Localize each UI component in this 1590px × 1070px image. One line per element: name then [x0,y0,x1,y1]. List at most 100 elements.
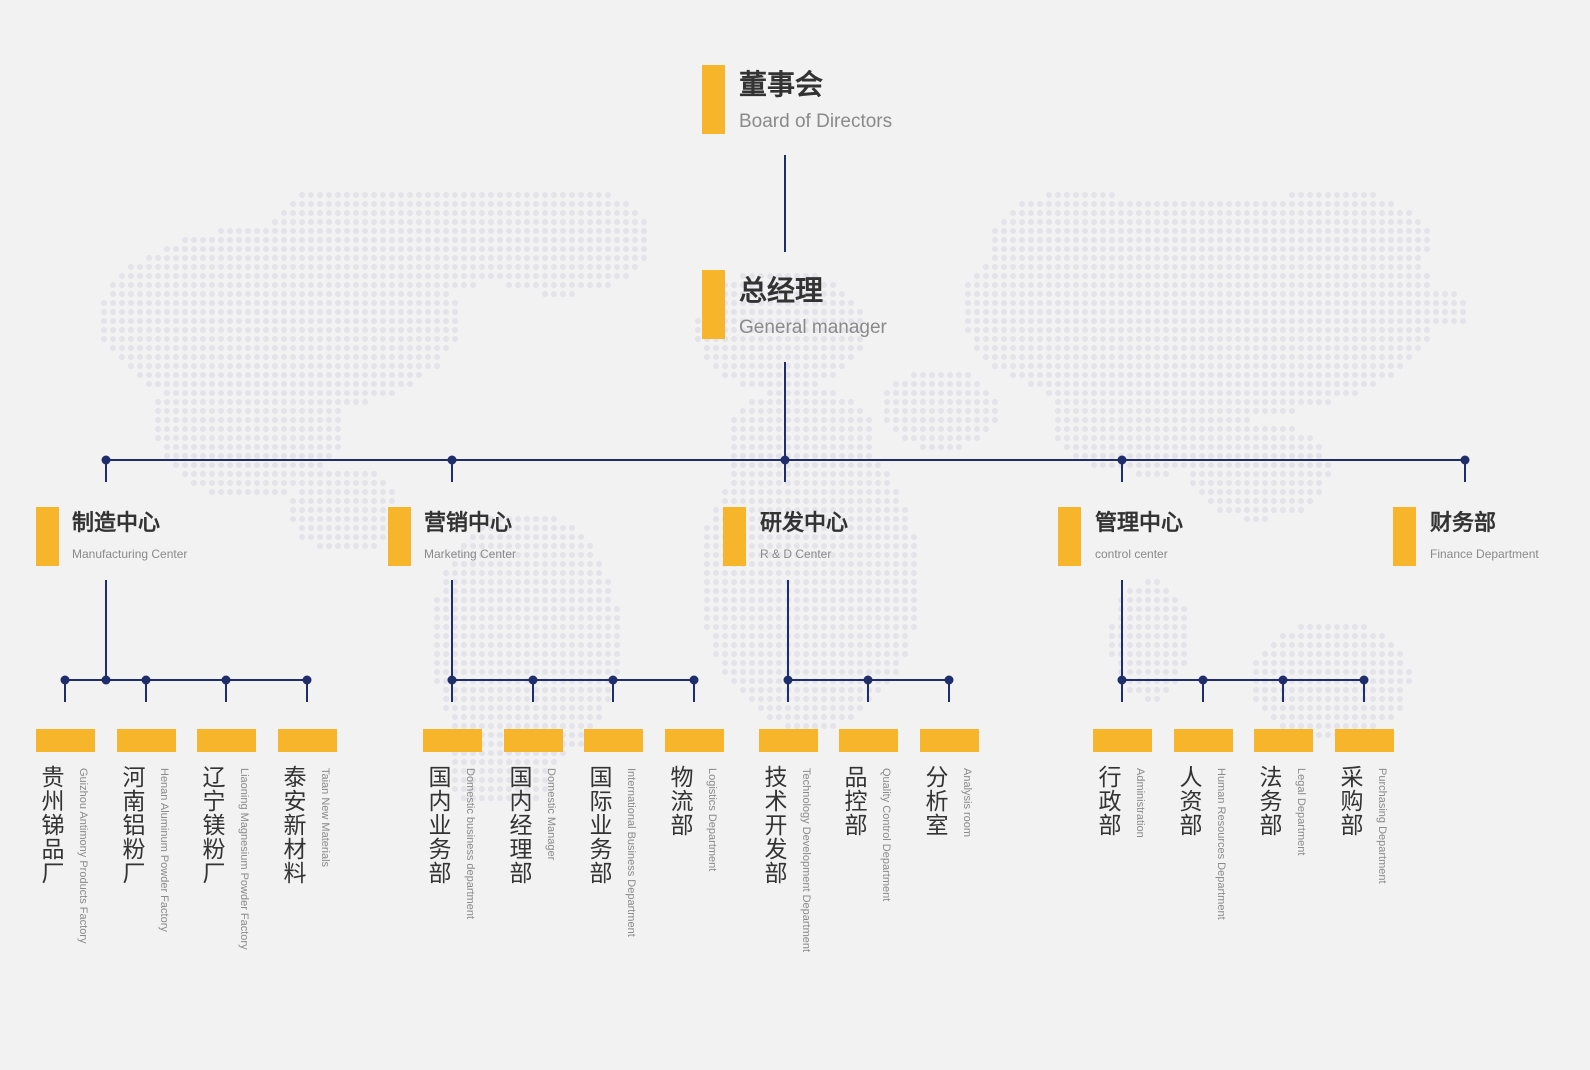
map-dot [101,300,107,306]
map-dot [146,273,152,279]
map-dot [416,300,422,306]
map-dot [137,264,143,270]
map-dot [1145,237,1151,243]
map-dot [1244,273,1250,279]
map-dot [443,237,449,243]
map-dot [263,282,269,288]
map-dot [1163,300,1169,306]
map-dot [776,309,782,315]
map-dot [623,201,629,207]
map-dot [515,255,521,261]
map-dot [1172,282,1178,288]
map-dot [326,201,332,207]
map-dot [1226,228,1232,234]
map-dot [848,300,854,306]
map-dot [1415,228,1421,234]
map-dot [1028,264,1034,270]
map-dot [1397,282,1403,288]
map-dot [1163,228,1169,234]
map-dot [425,255,431,261]
map-dot [191,255,197,261]
map-dot [218,237,224,243]
map-dot [1424,300,1430,306]
map-dot [515,273,521,279]
map-dot [1217,210,1223,216]
map-dot [1073,282,1079,288]
map-dot [1361,264,1367,270]
map-dot [1253,264,1259,270]
junction-dot [689,675,699,685]
map-dot [596,192,602,198]
map-dot [425,237,431,243]
map-dot [560,192,566,198]
map-dot [407,300,413,306]
map-dot [1172,228,1178,234]
map-dot [1199,282,1205,288]
map-dot [1163,210,1169,216]
map-dot [254,237,260,243]
map-dot [218,264,224,270]
map-dot [821,300,827,306]
map-dot [389,291,395,297]
map-dot [344,228,350,234]
map-dot [299,201,305,207]
map-dot [1217,264,1223,270]
map-dot [146,282,152,288]
map-dot [1298,264,1304,270]
map-dot [191,300,197,306]
map-dot [1226,300,1232,306]
map-dot [1352,300,1358,306]
map-dot [1028,228,1034,234]
map-dot [524,273,530,279]
map-dot [1190,201,1196,207]
map-dot [1397,237,1403,243]
map-dot [1172,291,1178,297]
map-dot [1361,219,1367,225]
dept-subtitle: Legal Department [1295,768,1307,856]
map-dot [1388,282,1394,288]
map-dot [398,309,404,315]
map-dot [479,210,485,216]
map-dot [110,291,116,297]
map-dot [1289,273,1295,279]
map-dot [1109,273,1115,279]
map-dot [785,309,791,315]
map-dot [1118,291,1124,297]
map-dot [1073,228,1079,234]
map-dot [560,201,566,207]
map-dot [362,192,368,198]
map-dot [830,300,836,306]
map-dot [380,291,386,297]
map-dot [164,246,170,252]
map-dot [1199,228,1205,234]
dept-accent-bar [36,729,95,752]
map-dot [389,300,395,306]
map-dot [191,246,197,252]
map-dot [1235,255,1241,261]
map-dot [569,219,575,225]
map-dot [497,219,503,225]
map-dot [452,246,458,252]
map-dot [758,309,764,315]
map-dot [1397,210,1403,216]
map-dot [587,255,593,261]
map-dot [1397,246,1403,252]
map-dot [200,264,206,270]
map-dot [1298,201,1304,207]
map-dot [416,309,422,315]
map-dot [1028,255,1034,261]
map-dot [488,273,494,279]
map-dot [245,291,251,297]
map-dot [1289,228,1295,234]
map-dot [1181,210,1187,216]
map-dot [533,210,539,216]
junction-dot [1198,675,1208,685]
map-dot [1307,273,1313,279]
map-dot [254,246,260,252]
map-dot [1406,300,1412,306]
map-dot [146,309,152,315]
map-dot [371,255,377,261]
map-dot [218,228,224,234]
map-dot [1451,300,1457,306]
map-dot [290,282,296,288]
